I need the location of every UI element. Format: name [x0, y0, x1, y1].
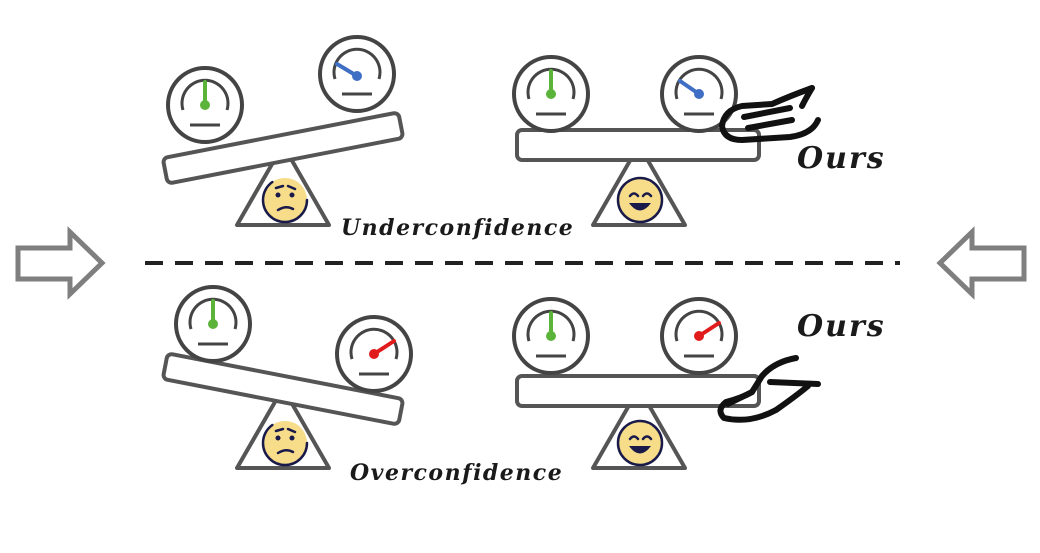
- ours-label-top: Ours: [797, 141, 886, 176]
- seesaw-beam: [515, 128, 761, 162]
- seesaw-beam: [161, 111, 405, 185]
- gauge-icon: [512, 55, 590, 133]
- seesaw-beam: [515, 374, 761, 408]
- left-arrow-icon: [936, 226, 1027, 300]
- gauge-icon: [318, 35, 396, 113]
- seesaw-ours-bottom: [512, 297, 821, 470]
- right-arrow-icon: [15, 226, 106, 300]
- confused-face-icon: [261, 419, 309, 467]
- overconfidence-label: Overconfidence: [350, 460, 563, 486]
- seesaw-overconfidence: [161, 285, 413, 470]
- seesaw-beam: [161, 352, 405, 426]
- hand-icon: [719, 85, 821, 143]
- seesaw-underconfidence: [161, 35, 405, 227]
- hand-icon: [717, 355, 821, 423]
- gauge-icon: [660, 297, 738, 375]
- underconfidence-label: Underconfidence: [341, 215, 574, 241]
- gauge-icon: [174, 285, 252, 363]
- seesaw-ours-top: [512, 55, 821, 227]
- gauge-icon: [512, 297, 590, 375]
- gauge-icon: [660, 55, 738, 133]
- happy-face-icon: [616, 419, 664, 467]
- ours-label-bottom: Ours: [797, 309, 886, 344]
- confused-face-icon: [261, 176, 309, 224]
- happy-face-icon: [616, 176, 664, 224]
- gauge-icon: [335, 315, 413, 393]
- gauge-icon: [166, 66, 244, 144]
